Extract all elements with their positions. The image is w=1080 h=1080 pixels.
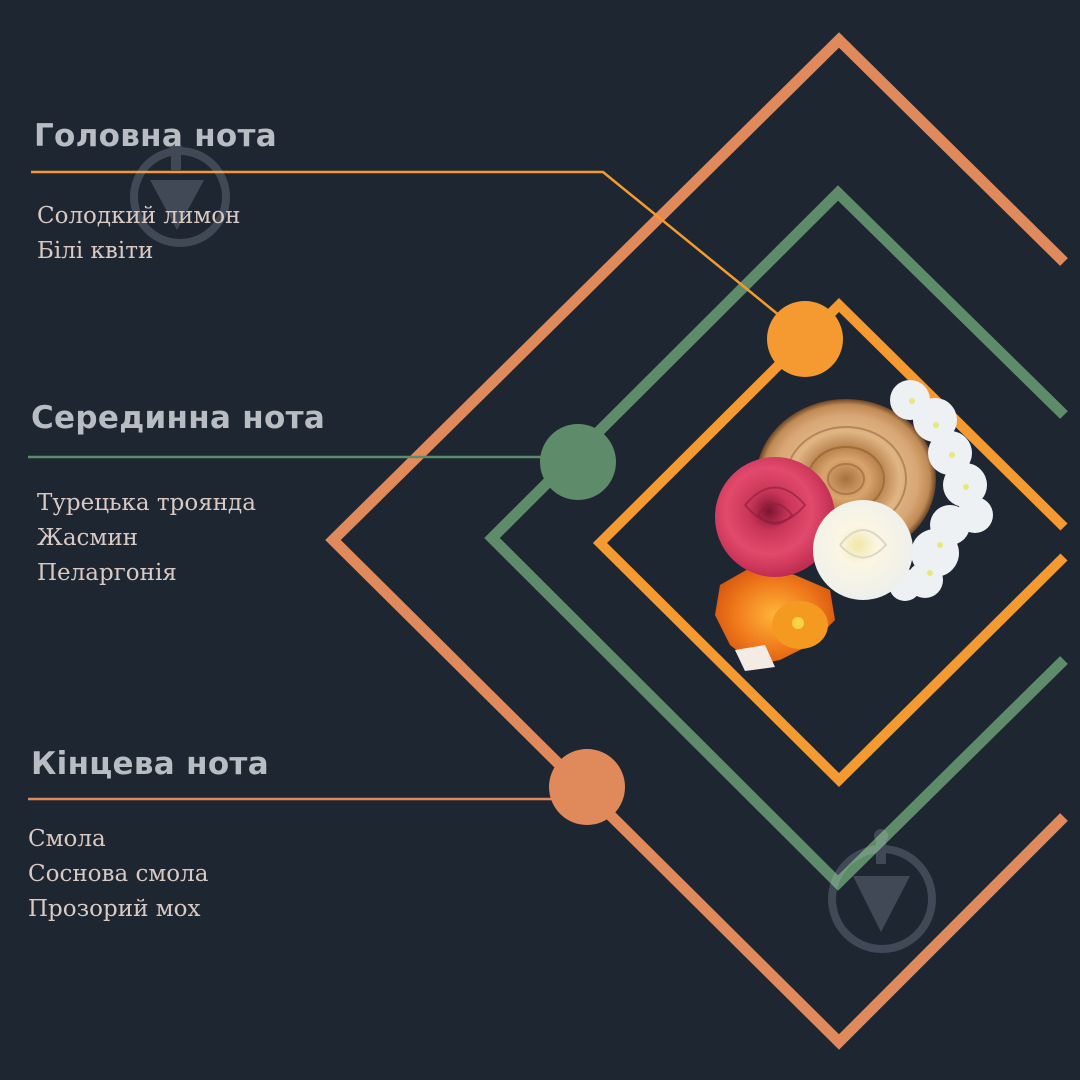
download-arrow-icon — [130, 143, 230, 247]
inner-diamond — [592, 297, 1068, 788]
download-arrow-icon — [828, 829, 936, 953]
ingredients-illustration — [715, 380, 993, 671]
base-note-node — [549, 749, 625, 825]
top-note-list: Солодкий лимон Білі квіти — [37, 199, 240, 269]
pink-rose — [715, 457, 835, 577]
top-note-title: Головна нота — [34, 118, 278, 154]
note-item: Смола — [28, 826, 106, 852]
middle-diamond — [484, 185, 1068, 891]
white-jasmine-flowers — [889, 380, 993, 601]
outer-diamond-top — [325, 32, 1068, 1050]
top-note-node — [767, 301, 843, 377]
base-note-list: Смола Соснова смола Прозорий мох — [28, 822, 208, 927]
middle-note-title: Серединна нота — [31, 400, 326, 436]
note-item: Солодкий лимон — [37, 203, 241, 229]
note-item: Соснова смола — [28, 861, 209, 887]
base-note-title: Кінцева нота — [31, 746, 269, 782]
note-item: Прозорий мох — [28, 896, 201, 922]
amber-resin — [715, 565, 835, 671]
white-rose — [813, 500, 913, 600]
note-item: Пеларгонія — [37, 560, 177, 586]
top-note-connector — [31, 170, 781, 317]
note-item: Жасмин — [37, 525, 138, 551]
note-item: Турецька троянда — [37, 490, 256, 516]
middle-note-list: Турецька троянда Жасмин Пеларгонія — [37, 486, 256, 591]
note-item: Білі квіти — [37, 238, 154, 264]
middle-note-node — [540, 424, 616, 500]
